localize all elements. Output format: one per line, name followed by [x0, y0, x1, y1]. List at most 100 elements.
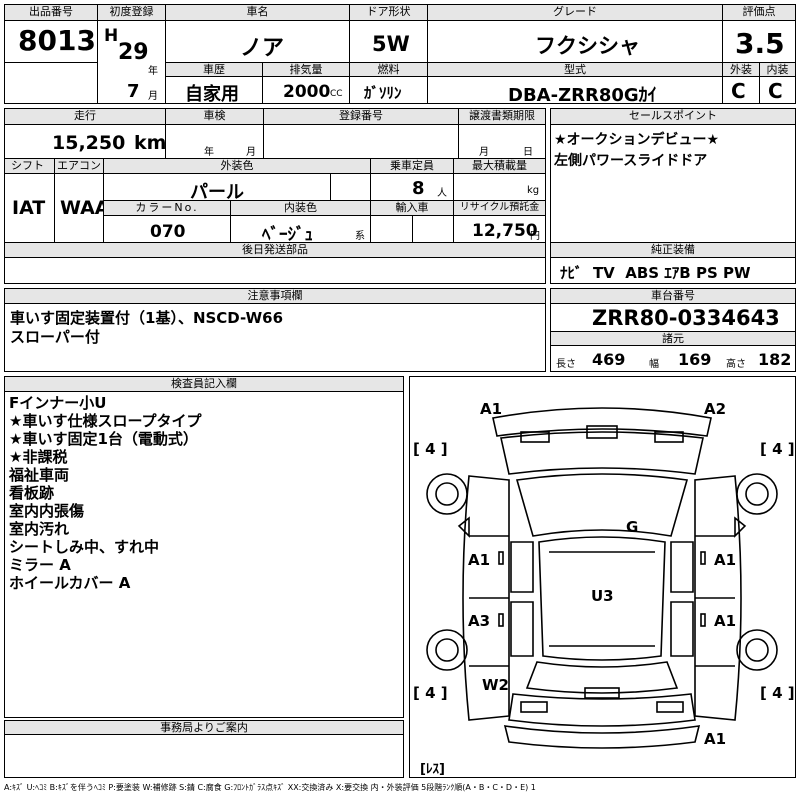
- damage-label-rear: A1: [704, 730, 727, 748]
- fuel-label: 燃料: [350, 63, 427, 77]
- lot-no-label: 出品番号: [5, 5, 97, 21]
- fuel-type: ｶﾞｿﾘﾝ: [364, 84, 402, 102]
- recycle-fee: 12,750: [472, 221, 538, 241]
- dims-label: 諸元: [551, 332, 795, 346]
- color-number: 070: [150, 222, 186, 242]
- capacity-label: 乗車定員: [371, 159, 453, 174]
- tire-rear-right: [ 4 ]: [760, 684, 795, 702]
- interior-color-unit: 系: [355, 231, 365, 242]
- header-section: [4, 4, 796, 104]
- ext-grade: C: [731, 79, 746, 103]
- lot-number: 8013: [18, 24, 96, 57]
- note-line: Fインナー小U: [9, 394, 107, 412]
- damage-label-left-front-door: A1: [468, 551, 491, 569]
- damage-label-left-rear: W2: [482, 676, 509, 694]
- grade-label: グレード: [428, 5, 722, 21]
- first-reg-label: 初度登録: [98, 5, 165, 21]
- note-line: 室内汚れ: [9, 520, 70, 538]
- color-label: 外装色: [104, 159, 370, 174]
- note-line: ★車いす固定1台（電動式）: [9, 430, 198, 448]
- model-code: DBA-ZRR80Gｶｲ: [508, 85, 657, 106]
- grade: フクシシャ: [535, 34, 640, 58]
- inspection-year-unit: 年: [204, 147, 214, 158]
- note-line: 看板跡: [9, 484, 55, 502]
- note-line: 福祉車両: [9, 466, 70, 484]
- color-no-label: カラーNo.: [104, 201, 230, 216]
- max-load-unit: kg: [527, 185, 540, 196]
- note-line: シートしみ中、すれ中: [9, 538, 160, 556]
- damage-label-roof: U3: [591, 587, 614, 605]
- mileage-unit: km: [134, 132, 167, 154]
- car-name: ノア: [240, 36, 285, 61]
- later-parts-label: 後日発送部品: [5, 243, 545, 258]
- door-type: 5W: [372, 32, 410, 56]
- height-value: 182: [758, 350, 792, 369]
- caution-line: 車いす固定装置付（1基）、NSCD-W66: [10, 309, 284, 327]
- spare-tire-label: [ﾚｽ]: [420, 762, 445, 777]
- length-value: 469: [592, 350, 626, 369]
- damage-label-right-rear-door: A1: [714, 612, 737, 630]
- equipment-label: 純正装備: [551, 243, 795, 258]
- car-name-label: 車名: [166, 5, 349, 21]
- history-label: 車歴: [166, 63, 262, 77]
- recycle-fee-unit: 円: [530, 231, 540, 242]
- caution-line: スローパー付: [10, 328, 100, 346]
- damage-label-front-left: A1: [480, 400, 503, 418]
- damage-label-right-front-door: A1: [714, 551, 737, 569]
- length-label: 長さ: [556, 359, 576, 370]
- displacement-label: 排気量: [263, 63, 349, 77]
- exterior-color: パール: [190, 182, 244, 203]
- office-section: [4, 720, 404, 778]
- door-label: ドア形状: [350, 5, 427, 21]
- ext-grade-label: 外装: [723, 63, 759, 77]
- first-reg-month: 7: [127, 81, 140, 102]
- displacement: 2000: [283, 82, 331, 102]
- displacement-unit: CC: [330, 89, 343, 99]
- import-label: 輸入車: [371, 201, 453, 216]
- note-line: 室内内張傷: [9, 502, 85, 520]
- interior-color: ﾍﾞｰｼﾞｭ: [262, 225, 313, 245]
- inspector-label: 検査員記入欄: [5, 377, 403, 392]
- car-diagram-drawing: [426, 407, 778, 749]
- note-line: ホイールカバー A: [9, 574, 131, 592]
- width-label: 幅: [649, 359, 659, 370]
- score-label: 評価点: [723, 5, 795, 21]
- caution-label: 注意事項欄: [5, 289, 545, 304]
- damage-label-left-rear-door: A3: [468, 612, 491, 630]
- sales-point-label: セールスポイント: [551, 109, 795, 125]
- auction-score: 3.5: [735, 27, 785, 60]
- tire-rear-left: [ 4 ]: [413, 684, 448, 702]
- legend-text: A:ｷｽﾞ U:ﾍｺﾐ B:ｷｽﾞを伴うﾍｺﾐ P:要塗装 W:補修跡 S:錆 …: [4, 783, 536, 792]
- sales-point-section: [550, 108, 796, 284]
- model-label: 型式: [428, 63, 722, 77]
- sales-point-line: ★オークションデビュー★: [554, 132, 720, 148]
- first-reg-year: 29: [118, 40, 149, 65]
- chassis-section: [550, 288, 796, 372]
- capacity: 8: [412, 178, 425, 199]
- note-line: ★車いす仕様スロープタイプ: [9, 412, 202, 430]
- shift-label: シフト: [5, 159, 54, 174]
- inspection-month-unit: 月: [246, 147, 256, 158]
- car-history: 自家用: [185, 84, 239, 105]
- sales-point-line: 左側パワースライドドア: [554, 153, 708, 169]
- width-value: 169: [678, 350, 712, 369]
- capacity-unit: 人: [437, 188, 447, 199]
- first-reg-year-unit: 年: [148, 66, 158, 77]
- reg-no-label: 登録番号: [264, 109, 458, 125]
- damage-label-windshield: G: [626, 518, 639, 536]
- caution-section: [4, 288, 546, 372]
- mileage-label: 走行: [5, 109, 165, 125]
- genuine-equipment: ﾅﾋﾞ TV ABS ｴｱB PS PW: [560, 264, 751, 282]
- transfer-day-unit: 日: [523, 147, 533, 158]
- office-label: 事務局よりご案内: [5, 721, 403, 735]
- transfer-month-unit: 月: [479, 147, 489, 158]
- height-label: 高さ: [726, 359, 746, 370]
- ac-label: エアコン: [55, 159, 103, 174]
- ac-type: WAA: [60, 197, 110, 219]
- interior-color-label: 内装色: [231, 201, 370, 216]
- transfer-deadline-label: 譲渡書類期限: [459, 109, 545, 125]
- chassis-label: 車台番号: [551, 289, 795, 304]
- inspection-label: 車検: [166, 109, 263, 125]
- inspector-notes: Fインナー小U ★車いす仕様スロープタイプ ★車いす固定1台（電動式） ★非課税…: [9, 394, 202, 592]
- int-grade: C: [768, 79, 783, 103]
